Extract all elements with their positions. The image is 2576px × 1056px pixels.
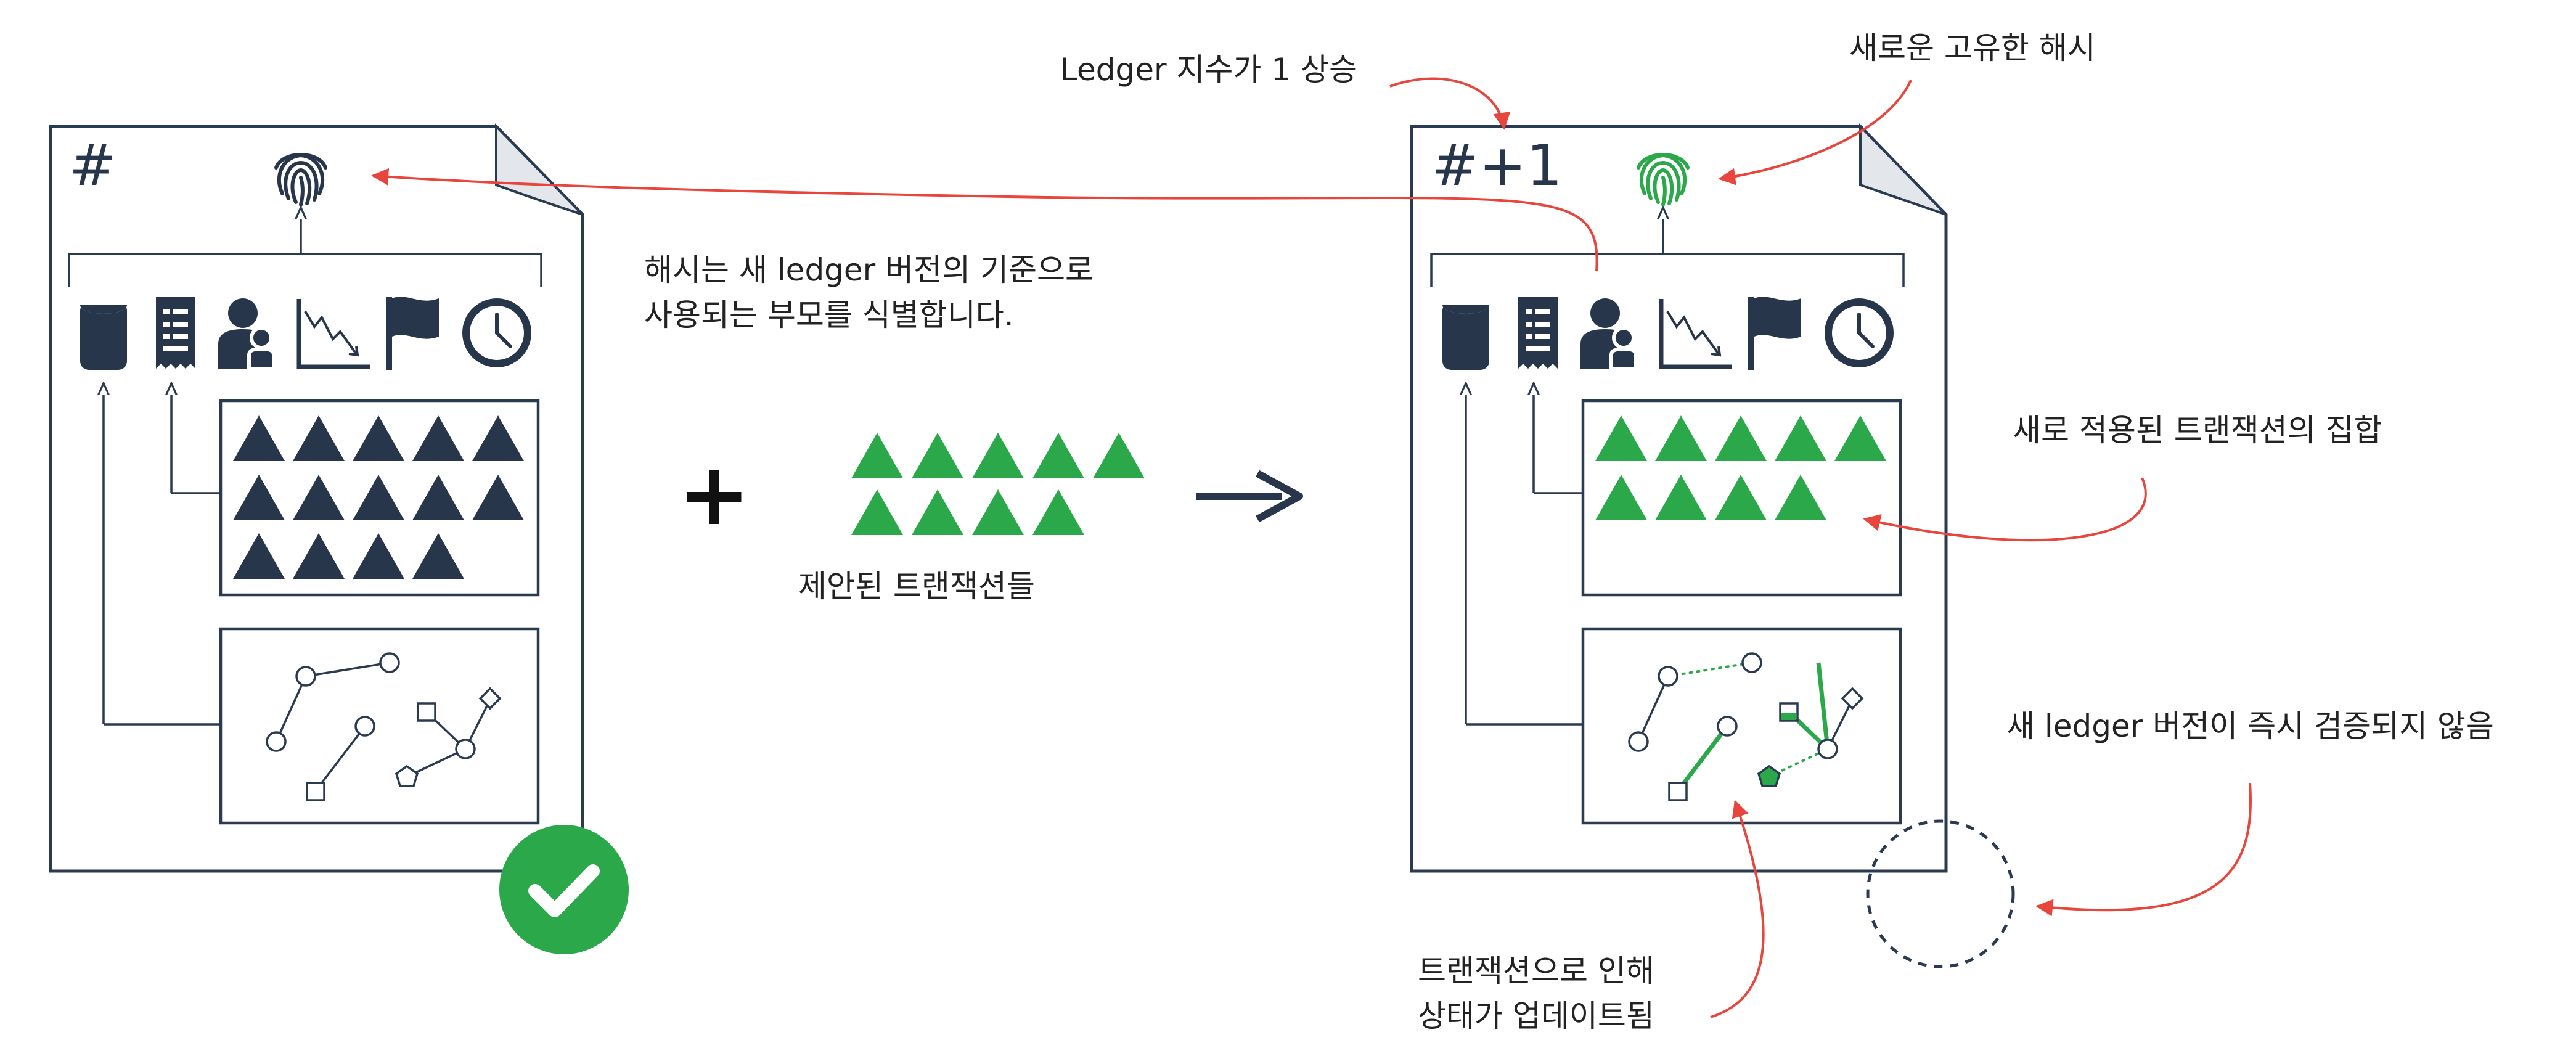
left-state-graph [266, 652, 502, 801]
proposed-transaction-triangles [851, 433, 1145, 535]
right-ledger-document: #+1 [1410, 123, 1948, 873]
right-state-box [1581, 627, 1902, 825]
applied-transactions-note: 새로 적용된 트랜잭션의 집합 [2013, 412, 2382, 448]
clock-icon [1825, 298, 1894, 367]
database-icon [80, 297, 127, 370]
proposed-transactions-label: 제안된 트랜잭션들 [798, 568, 1035, 604]
new-hash-note: 새로운 고유한 해시 [1849, 30, 2096, 66]
left-state-box [219, 627, 540, 825]
parent-hash-note-line1: 해시는 새 ledger 버전의 기준으로 [644, 252, 1094, 288]
state-update-note-line2: 상태가 업데이트됨 [1418, 998, 1654, 1034]
left-ledger-document: # [49, 123, 584, 873]
check-circle-icon [499, 825, 629, 954]
right-index-label: #+1 [1431, 133, 1563, 199]
plus-operator: + [678, 444, 750, 545]
database-icon [1442, 297, 1489, 370]
arrow-right-icon [1196, 470, 1303, 523]
state-update-note-line1: 트랜잭션으로 인해 [1418, 953, 1654, 989]
parent-hash-note-line2: 사용되는 부모를 식별합니다. [644, 297, 1014, 333]
clock-icon [462, 298, 531, 367]
not-validated-note: 새 ledger 버전이 즉시 검증되지 않음 [2006, 708, 2494, 744]
receipt-icon [1518, 297, 1558, 369]
receipt-icon [156, 297, 195, 369]
pending-validation-circle [1866, 819, 2015, 968]
ledger-index-note: Ledger 지수가 1 상승 [1060, 52, 1357, 88]
left-index-label: # [69, 133, 117, 199]
right-state-graph [1628, 652, 1864, 801]
